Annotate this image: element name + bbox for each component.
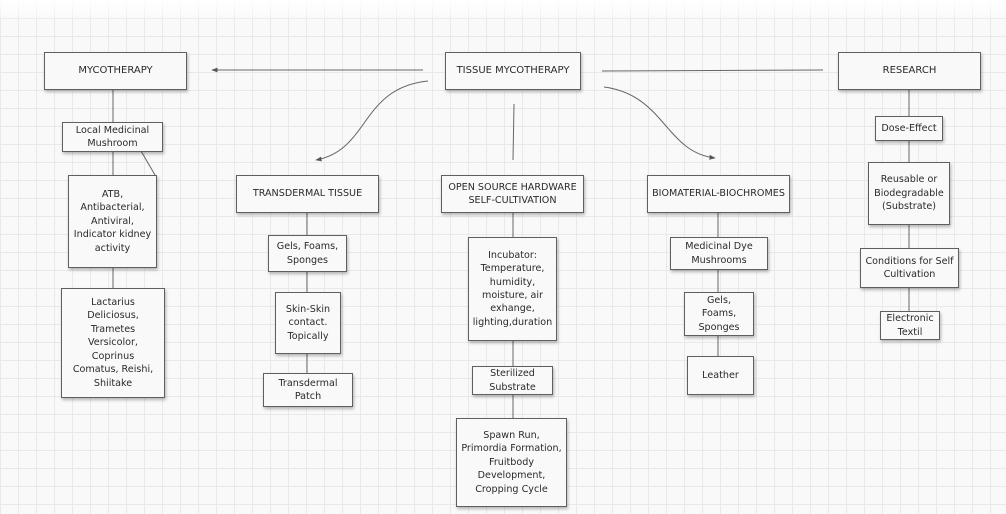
biomaterial-item-leather[interactable]: Leather (687, 356, 754, 395)
open-source-node[interactable]: OPEN SOURCE HARDWARE SELF-CULTIVATION (441, 175, 584, 213)
connector-center-to-biomaterial (603, 86, 716, 160)
connector-center-to-research (601, 69, 824, 72)
biomaterial-item-gels[interactable]: Gels, Foams, Sponges (684, 292, 754, 336)
connector-center-to-open-source (512, 103, 515, 161)
board-top-edge (0, 0, 1006, 22)
open-source-item-incubator[interactable]: Incubator: Temperature, humidity, moistu… (468, 237, 557, 341)
research-item-reusable[interactable]: Reusable or Biodegradable (Substrate) (868, 162, 950, 225)
open-source-item-sterilized-substrate[interactable]: Sterilized Substrate (472, 366, 553, 395)
biomaterial-node[interactable]: BIOMATERIAL-BIOCHROMES (647, 175, 790, 213)
transdermal-item-gels[interactable]: Gels, Foams, Sponges (268, 235, 347, 272)
transdermal-node[interactable]: TRANSDERMAL TISSUE (236, 175, 379, 213)
mycotherapy-item-species[interactable]: Lactarius Deliciosus, Trametes Versicolo… (61, 288, 165, 398)
mycotherapy-item-atb[interactable]: ATB, Antibacterial, Antiviral, Indicator… (68, 175, 157, 268)
mycotherapy-node[interactable]: MYCOTHERAPY (44, 52, 187, 90)
center-node[interactable]: TISSUE MYCOTHERAPY (445, 52, 581, 90)
connector-center-to-transdermal (315, 80, 429, 162)
open-source-item-spawn-run[interactable]: Spawn Run, Primordia Formation, Fruitbod… (456, 418, 567, 507)
transdermal-item-skin-contact[interactable]: Skin-Skin contact. Topically (275, 292, 341, 354)
mycotherapy-item-local-medicinal-mushroom[interactable]: Local Medicinal Mushroom (62, 122, 163, 152)
biomaterial-item-medicinal-dye[interactable]: Medicinal Dye Mushrooms (670, 237, 768, 270)
research-node[interactable]: RESEARCH (838, 52, 981, 90)
research-item-conditions[interactable]: Conditions for Self Cultivation (860, 248, 959, 288)
transdermal-item-patch[interactable]: Transdermal Patch (263, 373, 353, 407)
research-item-dose-effect[interactable]: Dose-Effect (875, 116, 943, 141)
research-item-electronic-textil[interactable]: Electronic Textil (880, 311, 940, 340)
